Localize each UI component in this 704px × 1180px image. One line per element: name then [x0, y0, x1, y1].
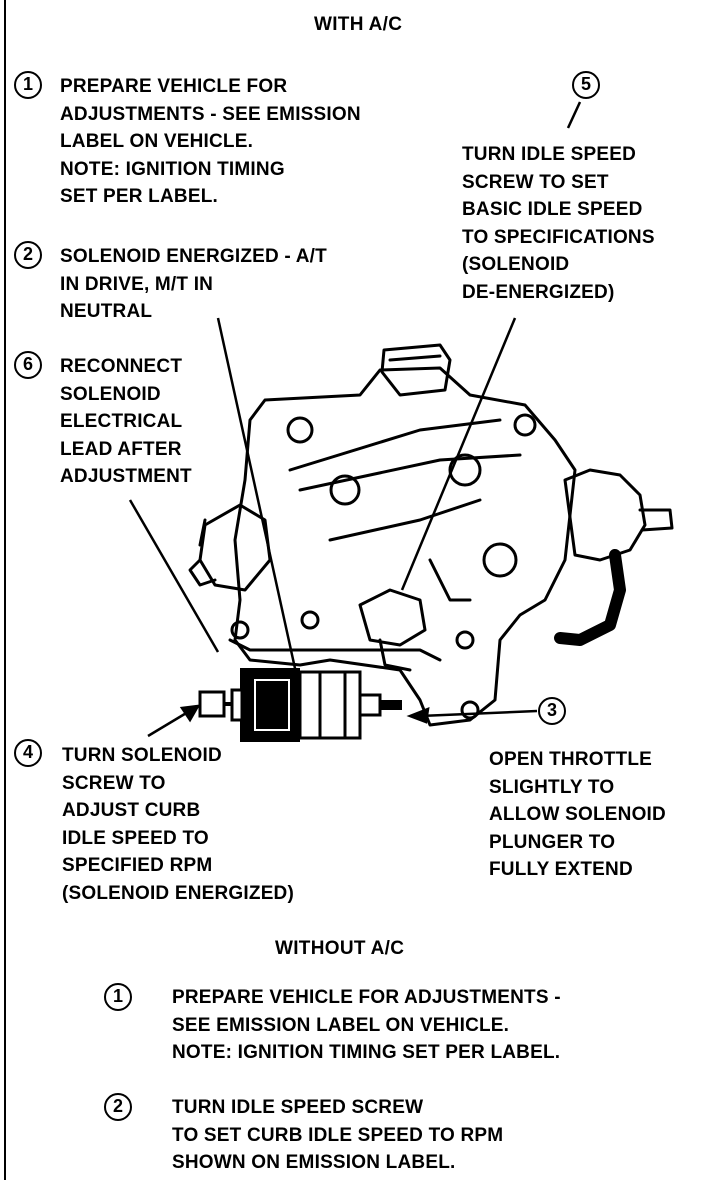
- step-3-number: 3: [538, 697, 566, 725]
- step-1-text: PREPARE VEHICLE FOR ADJUSTMENTS - SEE EM…: [60, 76, 361, 207]
- without-ac-step-2-text: TURN IDLE SPEED SCREW TO SET CURB IDLE S…: [172, 1097, 504, 1173]
- arrowhead-step-4: [179, 704, 201, 723]
- throttle-lever: [358, 588, 427, 647]
- idle-solenoid: [198, 668, 402, 742]
- leader-step-4: [147, 710, 189, 738]
- step-6-text: RECONNECT SOLENOID ELECTRICAL LEAD AFTER…: [60, 356, 192, 487]
- step-6-number: 6: [14, 351, 42, 379]
- arrowhead-step-3: [406, 707, 430, 724]
- base-flange: [228, 638, 442, 662]
- leader-step-5: [400, 317, 517, 591]
- leader-step-2: [216, 317, 300, 683]
- step-1-number: 1: [14, 71, 42, 99]
- without-ac-heading: WITHOUT A/C: [275, 938, 405, 959]
- leader-step-3: [419, 709, 538, 718]
- without-ac-step-1-text: PREPARE VEHICLE FOR ADJUSTMENTS - SEE EM…: [172, 987, 561, 1063]
- left-border-line: [4, 0, 6, 1180]
- with-ac-heading: WITH A/C: [314, 14, 403, 35]
- air-horn: [380, 343, 452, 397]
- vacuum-break: [198, 503, 272, 592]
- step-5-text: TURN IDLE SPEED SCREW TO SET BASIC IDLE …: [462, 144, 655, 303]
- step-5-number: 5: [572, 71, 600, 99]
- leader-step-5-circle: [566, 101, 582, 129]
- linkage-rod: [288, 418, 502, 472]
- step-4-text: TURN SOLENOID SCREW TO ADJUST CURB IDLE …: [62, 745, 295, 904]
- without-ac-step-2-number: 2: [104, 1093, 132, 1121]
- step-2-number: 2: [14, 241, 42, 269]
- step-4-number: 4: [14, 739, 42, 767]
- leader-step-6: [128, 499, 220, 653]
- step-3-text: OPEN THROTTLE SLIGHTLY TO ALLOW SOLENOID…: [489, 749, 666, 880]
- vacuum-hose: [554, 549, 626, 646]
- choke-pulloff: [563, 468, 647, 562]
- without-ac-step-1-number: 1: [104, 983, 132, 1011]
- step-2-text: SOLENOID ENERGIZED - A/T IN DRIVE, M/T I…: [60, 246, 327, 322]
